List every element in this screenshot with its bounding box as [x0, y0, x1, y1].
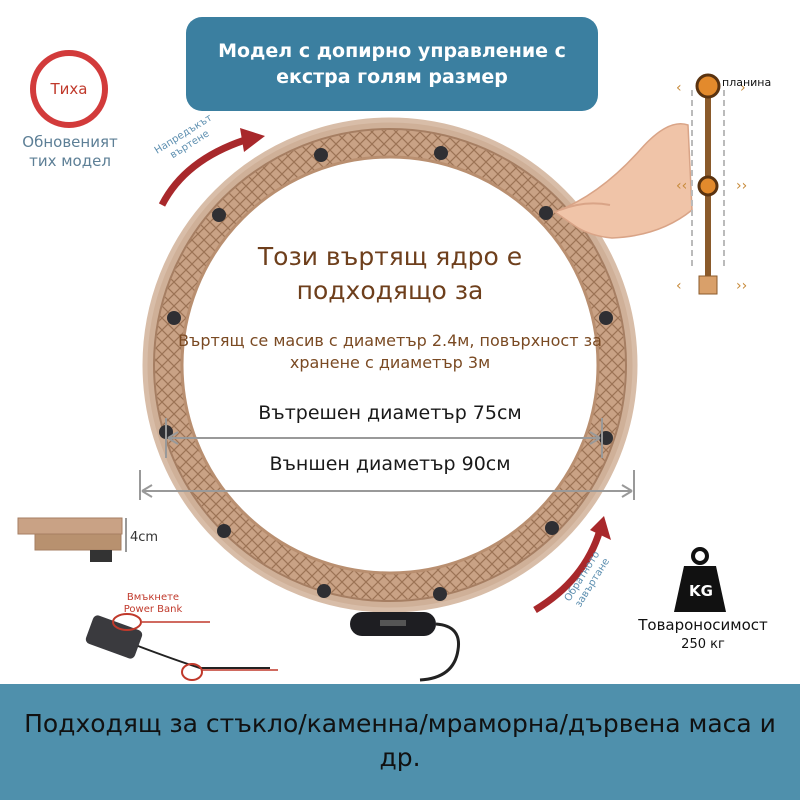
- power-bank-diagram: [85, 613, 278, 681]
- pole-label: планина: [722, 76, 772, 89]
- inner-diameter-line: [165, 418, 603, 458]
- rotation-reverse-arrow: [533, 528, 604, 614]
- specs-text: Въртящ се масив с диаметър 2.4м, повърхн…: [178, 331, 602, 372]
- quiet-badge-label: Тиха: [50, 80, 88, 98]
- bearing-dots: [159, 146, 613, 601]
- rotation-reverse-arrowhead: [590, 516, 611, 540]
- turntable-ring: [142, 117, 638, 613]
- support-pole-diagram: ‹ › ‹‹ ›› ‹ ››: [676, 73, 747, 295]
- quiet-badge-subtitle: Обновеният тих модел: [22, 133, 118, 170]
- svg-text:›: ›: [740, 80, 746, 96]
- inner-diameter-label: Вътрешен диаметър 75см: [258, 402, 522, 424]
- rotation-forward-arrow: [158, 136, 247, 207]
- headline: Този въртящ ядро е подходящо за: [257, 242, 523, 305]
- power-bank-label: Вмъкнете Power Bank: [123, 592, 183, 615]
- bottom-caption: Подходящ за стъкло/каменна/мраморна/дърв…: [24, 709, 776, 772]
- svg-text:››: ››: [736, 178, 747, 194]
- bottom-band: [0, 684, 800, 800]
- outer-diameter-label: Външен диаметър 90см: [269, 453, 511, 475]
- outer-diameter-line: [139, 470, 635, 500]
- svg-text:‹: ‹: [676, 278, 682, 294]
- control-box: [350, 612, 461, 682]
- capacity-label: Товароносимост: [638, 616, 768, 634]
- svg-text:‹‹: ‹‹: [676, 178, 687, 194]
- thickness-side-view: [17, 517, 127, 562]
- thickness-label: 4cm: [130, 530, 159, 545]
- rotation-forward-arrowhead: [240, 128, 265, 152]
- weight-icon-label: KG: [689, 582, 713, 600]
- title-banner: Модел с допирно управление с екстра голя…: [186, 17, 598, 111]
- svg-text:››: ››: [736, 278, 747, 294]
- pointing-hand-icon: [553, 123, 693, 239]
- quiet-badge: Тиха: [30, 50, 108, 128]
- svg-text:‹: ‹: [676, 80, 682, 96]
- weight-kg-icon: [674, 547, 726, 612]
- capacity-value: 250 кг: [681, 637, 725, 652]
- title-text: Модел с допирно управление с екстра голя…: [218, 40, 566, 88]
